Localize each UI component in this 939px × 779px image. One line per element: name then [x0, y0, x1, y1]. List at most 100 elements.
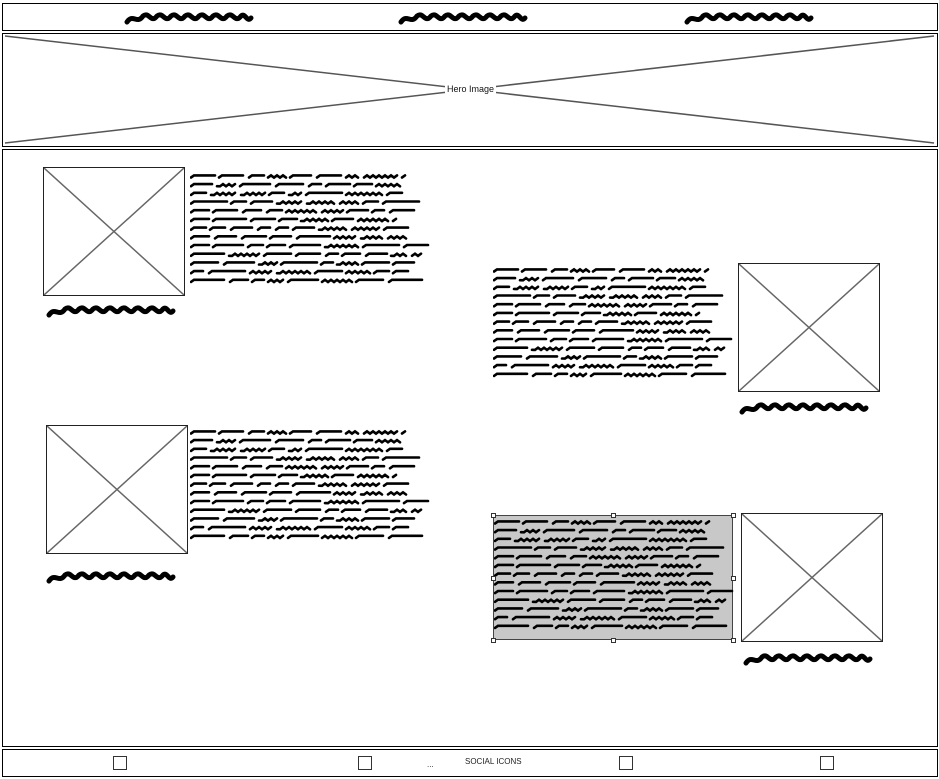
text-squiggle — [335, 516, 360, 523]
text-squiggle — [247, 430, 266, 435]
text-squiggle — [551, 363, 576, 369]
text-squiggle — [256, 482, 272, 487]
text-squiggle — [215, 182, 237, 188]
feature-3-text-scribble — [190, 429, 430, 540]
text-squiggle — [354, 534, 385, 540]
text-squiggle — [569, 589, 591, 595]
text-squiggle — [344, 525, 372, 531]
text-squiggle — [569, 554, 588, 560]
text-squiggle — [570, 285, 589, 291]
text-squiggle — [207, 269, 247, 275]
text-squiggle — [493, 294, 532, 299]
selection-handle-e[interactable] — [731, 576, 736, 581]
text-squiggle — [313, 525, 344, 531]
text-squiggle — [190, 252, 226, 258]
text-squiggle — [389, 508, 408, 514]
text-squiggle — [695, 563, 702, 569]
text-squiggle — [591, 537, 607, 543]
nav-link-1[interactable] — [124, 9, 254, 27]
nav-link-2[interactable] — [398, 9, 528, 27]
text-squiggle — [287, 191, 303, 197]
text-squiggle — [323, 499, 360, 505]
text-squiggle — [693, 598, 712, 604]
text-squiggle — [250, 534, 266, 540]
text-squiggle — [250, 278, 266, 284]
text-squiggle — [633, 311, 658, 317]
selection-handle-nw[interactable] — [491, 513, 496, 518]
text-squiggle — [494, 563, 515, 569]
selection-handle-w[interactable] — [491, 576, 496, 581]
feature-1-text-scribble — [190, 173, 430, 284]
hero-image-placeholder: Hero Image — [2, 33, 938, 147]
text-squiggle — [361, 243, 401, 249]
text-squiggle — [690, 580, 712, 587]
text-squiggle — [335, 260, 360, 267]
text-squiggle — [249, 473, 277, 479]
text-squiggle — [627, 589, 664, 595]
text-squiggle — [493, 346, 529, 352]
text-squiggle — [275, 455, 303, 462]
text-squiggle — [623, 372, 657, 378]
text-squiggle — [344, 429, 360, 436]
text-squiggle — [238, 438, 272, 444]
text-squiggle — [572, 581, 597, 586]
text-squiggle — [583, 607, 623, 612]
text-squiggle — [228, 278, 250, 284]
text-squiggle — [521, 520, 549, 525]
text-squiggle — [410, 508, 423, 514]
text-squiggle — [391, 269, 410, 275]
text-squiggle — [597, 346, 625, 352]
selection-handle-se[interactable] — [731, 638, 736, 643]
text-squiggle — [211, 243, 245, 249]
text-squiggle — [551, 520, 570, 525]
selection-handle-n[interactable] — [611, 513, 616, 518]
text-squiggle — [662, 328, 687, 335]
text-squiggle — [274, 438, 305, 444]
text-squiggle — [541, 276, 575, 282]
text-squiggle — [246, 243, 265, 249]
text-squiggle — [265, 208, 284, 214]
social-icon-checkbox-1[interactable] — [113, 756, 127, 770]
text-squiggle — [694, 363, 713, 369]
social-icon-checkbox-2[interactable] — [358, 756, 372, 770]
text-squiggle — [211, 217, 248, 223]
text-squiggle — [658, 624, 689, 630]
social-icon-checkbox-4[interactable] — [820, 756, 834, 770]
text-squiggle — [317, 481, 348, 488]
text-squiggle — [287, 447, 303, 453]
text-squiggle — [190, 182, 214, 188]
text-squiggle — [685, 546, 725, 551]
text-squiggle — [288, 430, 313, 435]
text-squiggle — [275, 199, 303, 206]
text-squiggle — [616, 363, 647, 369]
selection-handle-sw[interactable] — [491, 638, 496, 643]
text-squiggle — [248, 525, 273, 531]
selection-handle-ne[interactable] — [731, 513, 736, 518]
text-squiggle — [695, 607, 720, 612]
text-squiggle — [553, 372, 569, 378]
nav-link-3[interactable] — [684, 9, 814, 27]
text-squiggle — [493, 311, 514, 317]
text-squiggle — [544, 302, 566, 308]
text-squiggle — [526, 607, 560, 612]
text-squiggle — [266, 534, 285, 540]
selection-handle-s[interactable] — [611, 638, 616, 643]
text-squiggle — [493, 268, 520, 273]
text-squiggle — [691, 302, 719, 308]
text-squiggle — [274, 482, 290, 487]
text-squiggle — [654, 571, 685, 578]
text-squiggle — [382, 226, 410, 231]
text-squiggle — [494, 546, 533, 551]
text-squiggle — [265, 464, 284, 470]
text-squiggle — [190, 208, 211, 214]
text-squiggle — [530, 346, 564, 352]
text-squiggle — [338, 199, 360, 206]
text-squiggle — [248, 269, 273, 275]
text-squiggle — [578, 572, 594, 577]
text-squiggle — [648, 537, 688, 543]
text-squiggle — [565, 346, 596, 352]
text-squiggle — [549, 337, 568, 343]
social-icon-checkbox-3[interactable] — [619, 756, 633, 770]
text-squiggle — [571, 537, 590, 543]
text-squiggle — [266, 278, 285, 284]
